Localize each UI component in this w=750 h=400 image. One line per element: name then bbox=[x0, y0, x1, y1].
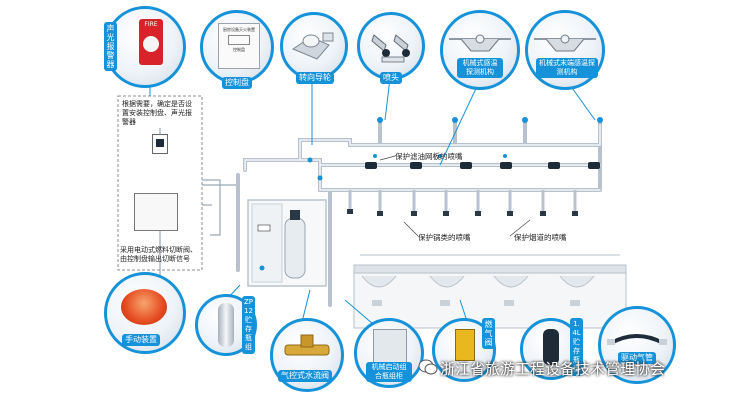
label-leaders bbox=[379, 155, 531, 237]
cylinder-cabinet bbox=[247, 199, 327, 287]
hose-circle bbox=[598, 306, 676, 384]
nozzle-circle bbox=[357, 12, 425, 80]
cylinder-icon bbox=[218, 303, 234, 347]
mech-end-temp-icon bbox=[534, 34, 596, 52]
watermark-text: 浙江省旅游工程设备技术管理协会 bbox=[440, 360, 666, 378]
alarm-device: FIRE bbox=[139, 19, 163, 65]
manual-label: 手动装置 bbox=[122, 334, 160, 346]
fuel-valve-label: 燃气阀 bbox=[482, 318, 495, 349]
pot-nozzle-label: 保护锅类的喷嘴 bbox=[418, 233, 471, 242]
mech-temp-icon bbox=[449, 34, 511, 52]
mech-temp-circle bbox=[440, 10, 520, 90]
panel-title-text: 厨房设备灭火装置 bbox=[223, 27, 255, 32]
mech-end-temp-circle bbox=[525, 10, 605, 90]
gas-valve-label: 气控式水流阀 bbox=[278, 370, 332, 382]
manual-device-icon bbox=[121, 289, 167, 325]
start-cabinet-label: 机械启动组合瓶组柜 bbox=[366, 362, 412, 382]
hose-icon bbox=[607, 334, 667, 345]
panel-sub-text: 控制盘 bbox=[233, 47, 245, 52]
filter-nozzle-label: 保护滤油网板的喷嘴 bbox=[395, 152, 463, 161]
pipe-fittings bbox=[307, 117, 603, 181]
nozzle-label: 喷头 bbox=[380, 72, 402, 84]
nozzle-icon bbox=[371, 34, 410, 63]
filter-nozzle-row bbox=[365, 154, 600, 169]
fuel-valve-icon bbox=[455, 329, 475, 361]
alarm-brand-text: FIRE bbox=[144, 21, 158, 28]
swivel-circle bbox=[280, 12, 348, 80]
cylinder-label: ZP12贮存瓶组 bbox=[242, 296, 255, 354]
extinguisher-icon bbox=[543, 329, 559, 365]
control-panel-circle: 厨房设备灭火装置 控制盘 bbox=[200, 10, 274, 84]
mech-end-temp-label: 机械式末端感温探测机构 bbox=[536, 58, 598, 78]
drop-nozzles bbox=[348, 190, 577, 212]
panel-small-icon bbox=[134, 193, 178, 231]
control-panel-label: 控制盘 bbox=[222, 77, 252, 89]
drop-nozzle-tips bbox=[347, 209, 578, 216]
gas-valve-icon bbox=[284, 334, 330, 356]
fuel-valve-circle bbox=[432, 318, 496, 382]
hose-label: 驱动气管 bbox=[618, 352, 656, 364]
wechat-icon bbox=[418, 359, 438, 375]
dashed-box-note: 根据需要，确定是否设置安装控制盘、声光报警器 bbox=[122, 100, 192, 126]
control-panel-device: 厨房设备灭火装置 控制盘 bbox=[218, 23, 260, 69]
mech-temp-label: 机械式感温探测机构 bbox=[457, 58, 503, 78]
panel-display-icon bbox=[228, 35, 250, 45]
alarm-small-icon bbox=[152, 134, 168, 154]
swivel-label: 转向导轮 bbox=[296, 72, 334, 84]
alarm-speaker-icon bbox=[143, 36, 159, 52]
duct-nozzle-label: 保护烟道的喷嘴 bbox=[514, 233, 567, 242]
swivel-icon bbox=[291, 32, 334, 60]
dashed-box-bottom-note: 采用电动式燃料切断阀、由控制盘输出切断信号 bbox=[120, 246, 197, 263]
alarm-label: 声光报警器 bbox=[104, 22, 117, 71]
extinguisher-label: 1.4L贮存瓶组 bbox=[570, 318, 583, 376]
